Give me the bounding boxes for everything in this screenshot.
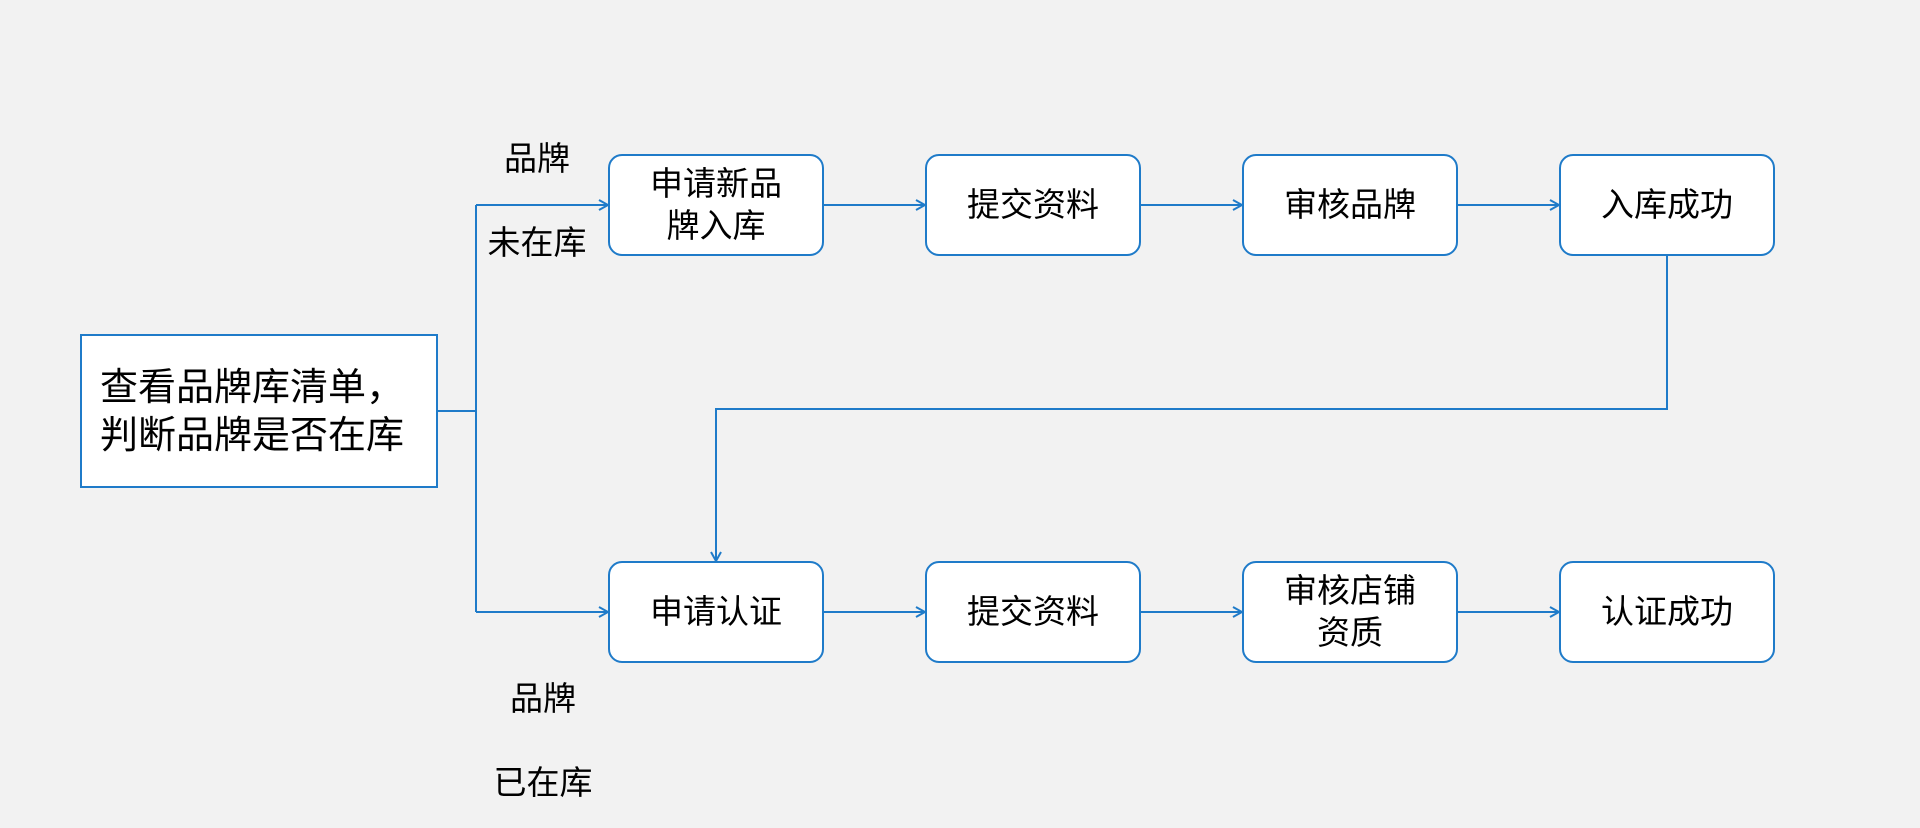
step-submit-documents-bottom: 提交资料	[925, 561, 1141, 663]
step-library-success-label: 入库成功	[1601, 185, 1733, 224]
step-review-store-qualification: 审核店铺 资质	[1242, 561, 1458, 663]
branch-label-not-in-library: 品牌 未在库	[470, 96, 604, 264]
step-apply-new-brand-label: 申请新品 牌入库	[650, 164, 782, 245]
arrow-library-success-to-certification	[716, 256, 1668, 561]
step-submit-documents-top: 提交资料	[925, 154, 1141, 256]
step-certification-success-label: 认证成功	[1601, 592, 1733, 631]
step-apply-certification: 申请认证	[608, 561, 824, 663]
step-apply-new-brand: 申请新品 牌入库	[608, 154, 824, 256]
step-certification-success: 认证成功	[1559, 561, 1775, 663]
branch-label-in-library-line-2: 已在库	[493, 763, 593, 802]
branch-label-not-in-library-line-2: 未在库	[487, 223, 587, 262]
start-box-line-1: 查看品牌库清单，	[100, 365, 405, 409]
branch-label-not-in-library-line-1: 品牌	[504, 139, 570, 178]
branch-label-in-library: 品牌 已在库	[476, 636, 610, 804]
step-review-brand: 审核品牌	[1242, 154, 1458, 256]
step-library-success: 入库成功	[1559, 154, 1775, 256]
step-submit-documents-top-label: 提交资料	[967, 185, 1099, 224]
step-review-store-qualification-label: 审核店铺 资质	[1284, 571, 1416, 652]
start-box-line-2: 判断品牌是否在库	[100, 413, 405, 457]
start-box-check-brand-list: 查看品牌库清单， 判断品牌是否在库	[80, 334, 438, 488]
branch-label-in-library-line-1: 品牌	[510, 679, 576, 718]
step-review-brand-label: 审核品牌	[1284, 185, 1416, 224]
step-apply-certification-label: 申请认证	[650, 592, 782, 631]
step-submit-documents-bottom-label: 提交资料	[967, 592, 1099, 631]
